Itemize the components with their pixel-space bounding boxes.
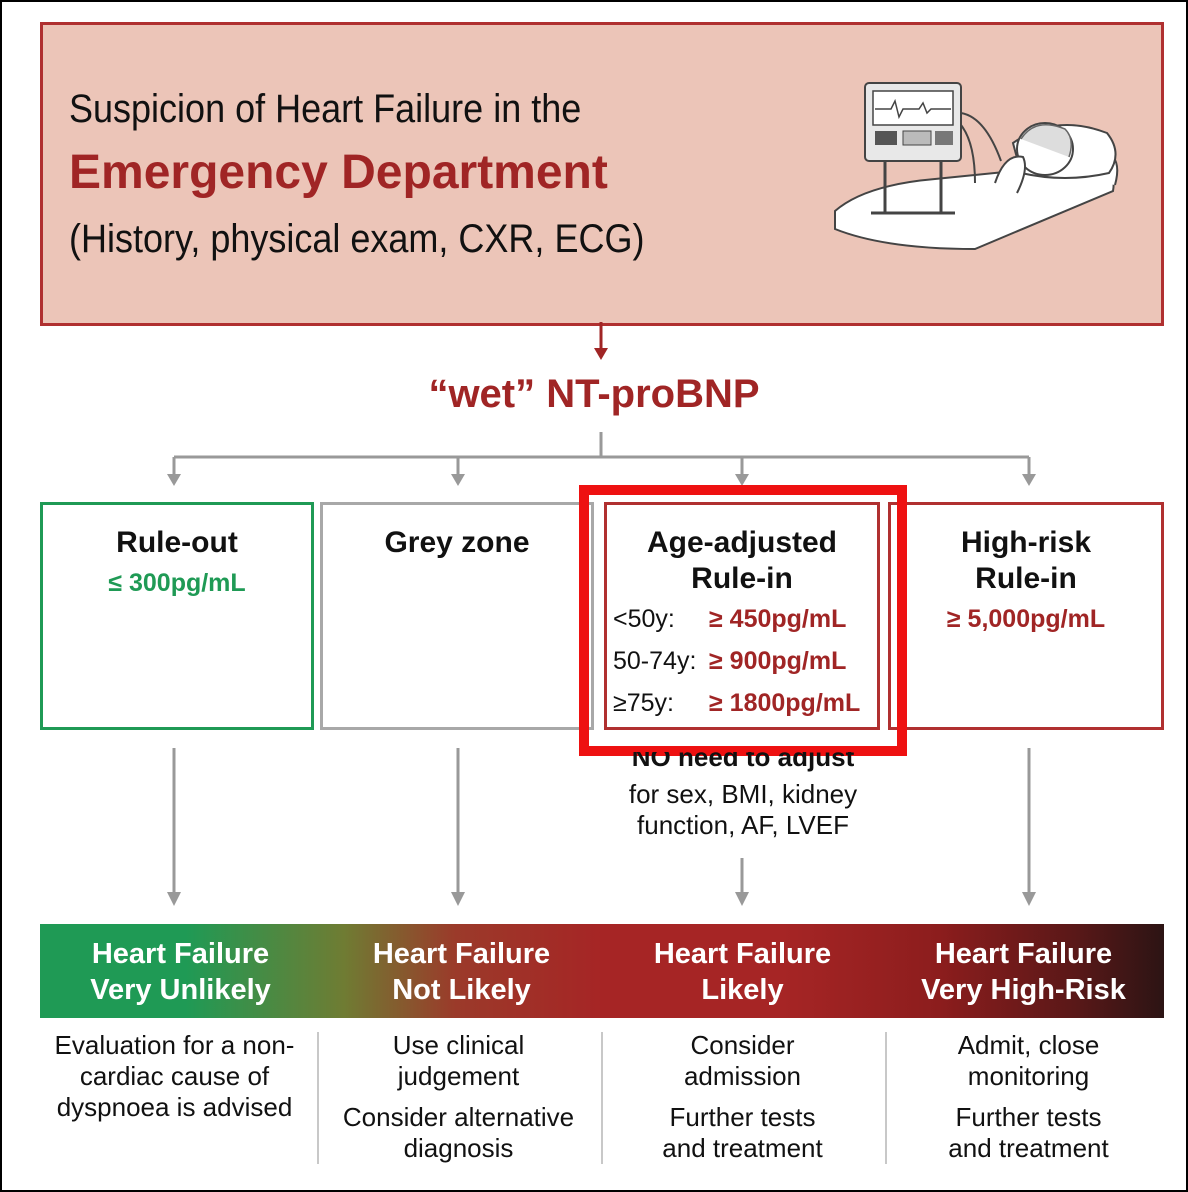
age-label: ≥75y: <box>613 689 674 717</box>
action-very-unlikely: Evaluation for a non-cardiac cause of dy… <box>54 1030 295 1122</box>
age-threshold: ≥ 1800pg/mL <box>709 689 861 717</box>
action-very-high-risk: Admit, close monitoring Further tests an… <box>948 1030 1109 1163</box>
patient-monitor-bed-illustration <box>834 82 1119 251</box>
action-not-likely: Use clinical judgement Consider alternat… <box>342 1030 575 1163</box>
age-adjusted-rule-in-box: Age-adjusted Rule-in <50y: ≥ 450pg/mL 50-… <box>604 502 880 730</box>
high-risk-rule-in-box: High-risk Rule-in ≥ 5,000pg/mL <box>888 502 1164 730</box>
age-threshold: ≥ 450pg/mL <box>709 605 847 633</box>
header-line-1: Suspicion of Heart Failure in the <box>69 87 582 131</box>
rule-out-box: Rule-out ≤ 300pg/mL <box>40 502 314 730</box>
age-label: <50y: <box>613 605 675 633</box>
high-risk-threshold: ≥ 5,000pg/mL <box>946 605 1106 633</box>
test-label: “wet” NT-proBNP <box>428 372 760 416</box>
adjustment-note-line-2: for sex, BMI, kidney <box>628 779 858 809</box>
grey-zone-title: Grey zone <box>384 526 530 559</box>
column-divider <box>317 1032 319 1164</box>
age-adjusted-title: Age-adjusted Rule-in <box>646 526 838 595</box>
age-threshold: ≥ 900pg/mL <box>709 647 847 675</box>
adjustment-note-line-1: NO need to adjust <box>631 752 855 772</box>
grey-zone-box: Grey zone <box>320 502 594 730</box>
high-risk-title: High-risk Rule-in <box>960 526 1092 595</box>
age-label: 50-74y: <box>613 647 697 675</box>
rule-out-title: Rule-out <box>116 526 238 559</box>
adjustment-note-line-3: function, AF, LVEF <box>637 810 849 840</box>
action-likely: Consider admission Further tests and tre… <box>662 1030 823 1163</box>
header-title: Emergency Department <box>69 146 608 199</box>
column-divider <box>601 1032 603 1164</box>
column-divider <box>885 1032 887 1164</box>
highlight-frame <box>579 485 907 756</box>
header-line-3: (History, physical exam, CXR, ECG) <box>69 217 645 261</box>
age-row-under-50: <50y: ≥ 450pg/mL <box>613 605 846 634</box>
rule-out-threshold: ≤ 300pg/mL <box>108 569 246 597</box>
age-row-75-plus: ≥75y: ≥ 1800pg/mL <box>613 689 860 718</box>
age-row-50-74: 50-74y: ≥ 900pg/mL <box>613 647 846 676</box>
